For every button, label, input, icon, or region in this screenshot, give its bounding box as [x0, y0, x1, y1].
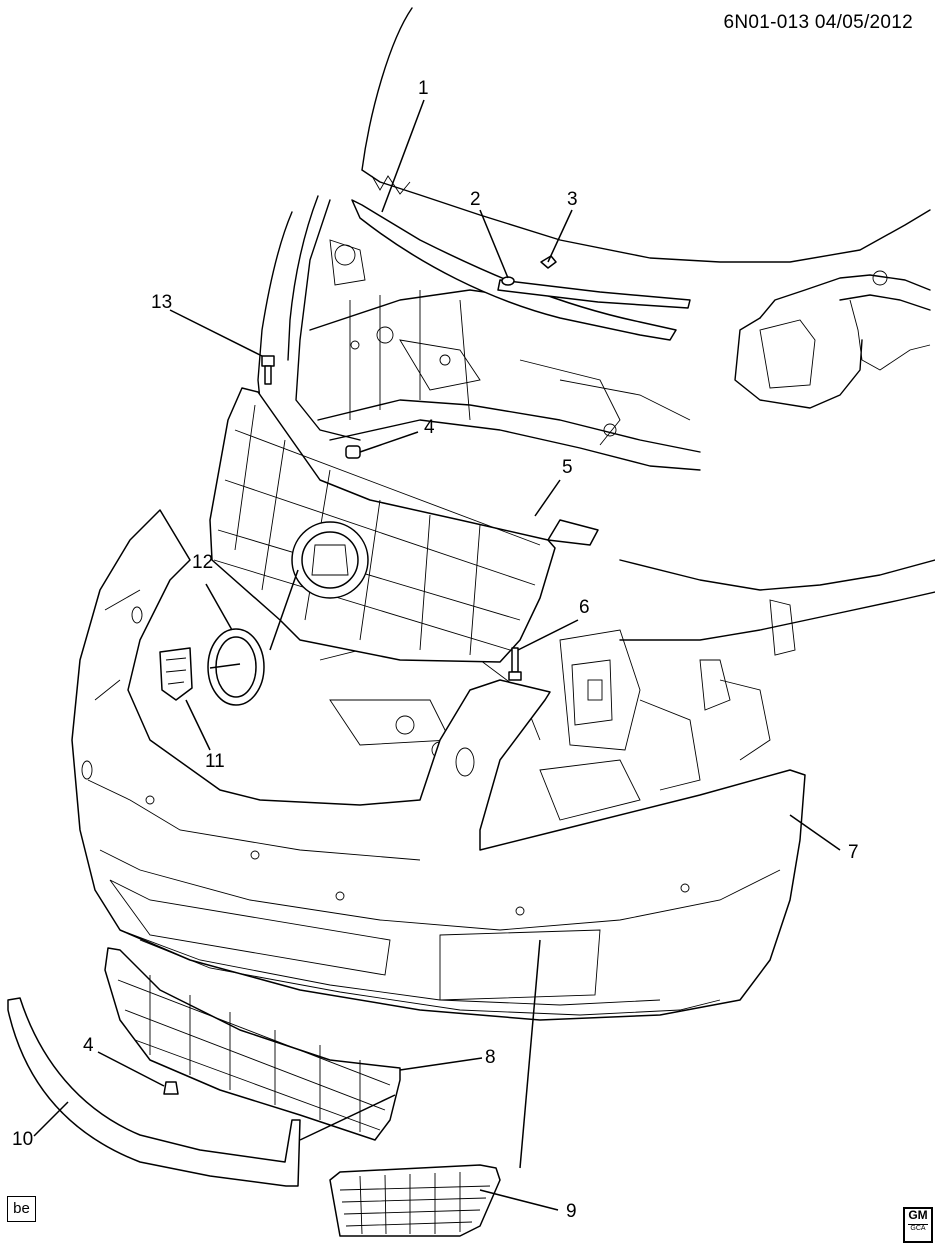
gm-logo-subtext: GCA [908, 1223, 928, 1232]
callout-4-upper: 4 [424, 417, 435, 438]
part-10-lower-molding [7, 997, 301, 1187]
diagram-code-and-date: 6N01-013 04/05/2012 [723, 12, 913, 33]
gm-logo-icon: GM GCA [903, 1207, 933, 1243]
part-2-clip [501, 276, 515, 286]
part-6-bolt [508, 647, 522, 681]
part-7-front-bumper-fascia [71, 509, 806, 1021]
part-4-clip-nut-upper [345, 445, 361, 459]
callout-12: 12 [192, 552, 214, 573]
callout-10: 10 [12, 1129, 34, 1150]
callout-4-lower: 4 [83, 1035, 94, 1056]
gm-logo-text: GM [908, 1208, 928, 1222]
part-4-clip-lower [163, 1081, 179, 1095]
part-9-fog-lamp-bezel [329, 1164, 501, 1237]
part-5-upper-grille [209, 387, 599, 663]
callout-7: 7 [848, 842, 859, 863]
callout-5: 5 [562, 457, 573, 478]
callout-6: 6 [579, 597, 590, 618]
leader-lines [33, 99, 841, 1211]
part-12-emblem-ring [207, 628, 265, 706]
callout-9: 9 [566, 1201, 577, 1222]
callout-3: 3 [567, 189, 578, 210]
callout-2: 2 [470, 189, 481, 210]
part-11-emblem [159, 647, 193, 701]
part-13-bolt [261, 355, 275, 385]
callout-11: 11 [205, 751, 225, 772]
callout-1: 1 [418, 78, 429, 99]
hood-outline [361, 7, 931, 319]
part-1-upper-molding [351, 199, 691, 341]
radiator-support-structure [257, 195, 935, 821]
part-8-lower-grille [104, 947, 401, 1141]
callout-13: 13 [151, 292, 173, 313]
body-code-badge: be [7, 1196, 36, 1222]
callout-8: 8 [485, 1047, 496, 1068]
